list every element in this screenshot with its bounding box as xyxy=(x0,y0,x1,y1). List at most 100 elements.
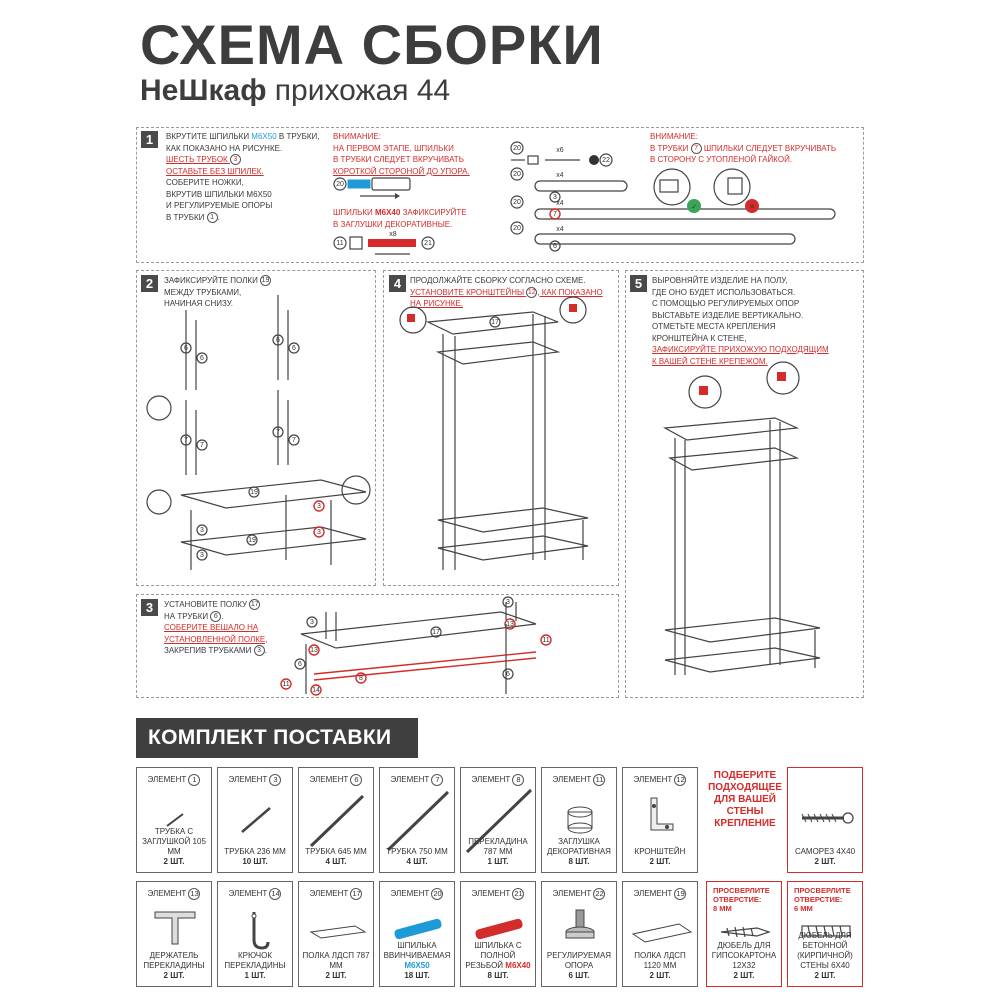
svg-text:17: 17 xyxy=(491,319,499,326)
drywall-dowel-icon xyxy=(720,926,771,938)
element-qty: 1 шт. xyxy=(244,971,266,980)
svg-text:3: 3 xyxy=(200,552,204,559)
screw-name: САМОРЕЗ 4х40 xyxy=(794,847,856,856)
element-name: ТРУБКА 645 мм xyxy=(305,847,367,856)
element-14-icon xyxy=(251,912,270,950)
element-17-icon xyxy=(309,925,367,939)
kit-cell-element-6: ЭЛЕМЕНТ 6 ТРУБКА 645 мм4 шт. xyxy=(298,767,374,873)
step-2-number: 2 xyxy=(141,275,158,292)
drill-size-2: 6 мм xyxy=(794,904,813,913)
svg-text:13: 13 xyxy=(506,621,514,628)
element-qty: 8 шт. xyxy=(568,857,590,866)
kit-element-label: ЭЛЕМЕНТ 12 xyxy=(623,774,697,786)
element-qty: 2 шт. xyxy=(325,971,347,980)
product-name: прихожая 44 xyxy=(274,74,451,107)
element-ref: 3 xyxy=(269,774,282,786)
element-qty: 2 шт. xyxy=(163,971,185,980)
kit-cell-element-17: ЭЛЕМЕНТ 17 ПОЛКА ЛДСП 787 мм2 шт. xyxy=(298,881,374,987)
step-4-number: 4 xyxy=(389,275,406,292)
svg-text:13: 13 xyxy=(310,647,318,654)
fastener-note: ПОДБЕРИТЕ ПОДХОДЯЩЕЕ ДЛЯ ВАШЕЙ СТЕНЫ КРЕ… xyxy=(708,770,782,829)
page-title: СХЕМА СБОРКИ xyxy=(140,13,604,76)
kit-element-label: ЭЛЕМЕНТ 11 xyxy=(542,774,616,786)
kit-cell-dowel-drywall: ПРОСВЕРЛИТЕ ОТВЕРСТИЕ:8 мм ДЮБЕЛЬ ДЛЯ ГИ… xyxy=(706,881,782,987)
element-name: ПОЛКА ЛДСП 787 мм xyxy=(302,951,370,970)
page-subtitle: НеШкаф прихожая 44 xyxy=(140,74,450,108)
element-word: ЭЛЕМЕНТ xyxy=(390,889,430,899)
element-ref: 13 xyxy=(188,888,201,900)
step-3-panel xyxy=(136,594,619,698)
element-name: ЗАГЛУШКА ДЕКОРАТИВНАЯ xyxy=(547,837,611,856)
vertical-tubes-drawing: 6 6 6 6 7 7 7 7 xyxy=(180,295,300,475)
element-ref: 11 xyxy=(593,774,606,786)
step-4-instructions: Продолжайте сборку согласно схеме. Устан… xyxy=(410,276,603,308)
kit-element-label: ЭЛЕМЕНТ 21 xyxy=(461,888,535,900)
element-word: ЭЛЕМЕНТ xyxy=(633,775,673,785)
element-name: ТРУБКА С ЗАГЛУШКОЙ 105 мм xyxy=(142,827,206,856)
element-22-icon xyxy=(565,909,595,939)
element-ref: 12 xyxy=(674,774,687,786)
element-13-icon xyxy=(154,911,196,945)
svg-text:17: 17 xyxy=(432,629,440,636)
element-thread-size: М6х50 xyxy=(404,961,430,970)
svg-text:6: 6 xyxy=(184,345,188,352)
svg-text:3: 3 xyxy=(200,527,204,534)
svg-text:8: 8 xyxy=(359,675,363,682)
concrete-dowel-icon xyxy=(801,925,851,937)
element-qty: 6 шт. xyxy=(568,971,590,980)
element-word: ЭЛЕМЕНТ xyxy=(228,775,268,785)
element-8-icon xyxy=(465,788,533,854)
svg-text:7: 7 xyxy=(292,437,296,444)
element-qty: 4 шт. xyxy=(325,857,347,866)
element-name: ПОЛКА ЛДСП 1120 мм xyxy=(634,951,686,970)
kit-header: КОМПЛЕКТ ПОСТАВКИ xyxy=(136,718,418,758)
dowel2-name: ДЮБЕЛЬ ДЛЯ БЕТОННОЙ (КИРПИЧНОЙ) СТЕНЫ 6х… xyxy=(797,931,853,970)
element-word: ЭЛЕМЕНТ xyxy=(471,889,511,899)
element-name: КРОНШТЕЙН xyxy=(634,847,686,856)
element-qty: 2 шт. xyxy=(649,857,671,866)
element-12-icon xyxy=(650,797,674,831)
element-ref: 14 xyxy=(269,888,282,900)
element-ref: 21 xyxy=(512,888,525,900)
step-5-instructions: Выровняйте изделие на полу, где оно буде… xyxy=(652,276,829,366)
element-7-icon xyxy=(386,790,450,852)
element-name: ТРУБКА 236 мм xyxy=(224,847,286,856)
kit-element-label: ЭЛЕМЕНТ 14 xyxy=(218,888,292,900)
screw-qty: 2 шт. xyxy=(814,857,836,866)
svg-text:6: 6 xyxy=(292,345,296,352)
kit-element-label: ЭЛЕМЕНТ 6 xyxy=(299,774,373,786)
svg-text:6: 6 xyxy=(506,671,510,678)
drill-label-1: ПРОСВЕРЛИТЕ ОТВЕРСТИЕ: xyxy=(713,886,770,904)
svg-text:7: 7 xyxy=(200,442,204,449)
kit-element-label: ЭЛЕМЕНТ 13 xyxy=(137,888,211,900)
step-3-number: 3 xyxy=(141,599,158,616)
shelf-drawing: 19 3 3 3 3 19 xyxy=(180,479,367,570)
svg-text:11: 11 xyxy=(542,637,549,644)
kit-element-label: ЭЛЕМЕНТ 3 xyxy=(218,774,292,786)
svg-text:3: 3 xyxy=(317,529,321,536)
element-word: ЭЛЕМЕНТ xyxy=(552,889,592,899)
kit-element-label: ЭЛЕМЕНТ 17 xyxy=(299,888,373,900)
step-5-number: 5 xyxy=(630,275,647,292)
element-11-icon xyxy=(567,806,593,834)
element-ref: 20 xyxy=(431,888,444,900)
svg-text:14: 14 xyxy=(312,687,320,694)
element-qty: 1 шт. xyxy=(487,857,509,866)
element-name: ТРУБКА 750 мм xyxy=(386,847,448,856)
step-2-instructions: Зафиксируйте полки 19 между трубками, на… xyxy=(164,275,272,308)
svg-text:7: 7 xyxy=(184,437,188,444)
element-ref: 1 xyxy=(188,774,201,786)
element-ref: 22 xyxy=(593,888,606,900)
element-thread-size: М6х40 xyxy=(503,961,531,970)
element-name: КРЮЧОК ПЕРЕКЛАДИНЫ xyxy=(224,951,286,970)
svg-text:11: 11 xyxy=(282,681,289,688)
element-word: ЭЛЕМЕНТ xyxy=(552,775,592,785)
drill-label-2: ПРОСВЕРЛИТЕ ОТВЕРСТИЕ: xyxy=(794,886,851,904)
